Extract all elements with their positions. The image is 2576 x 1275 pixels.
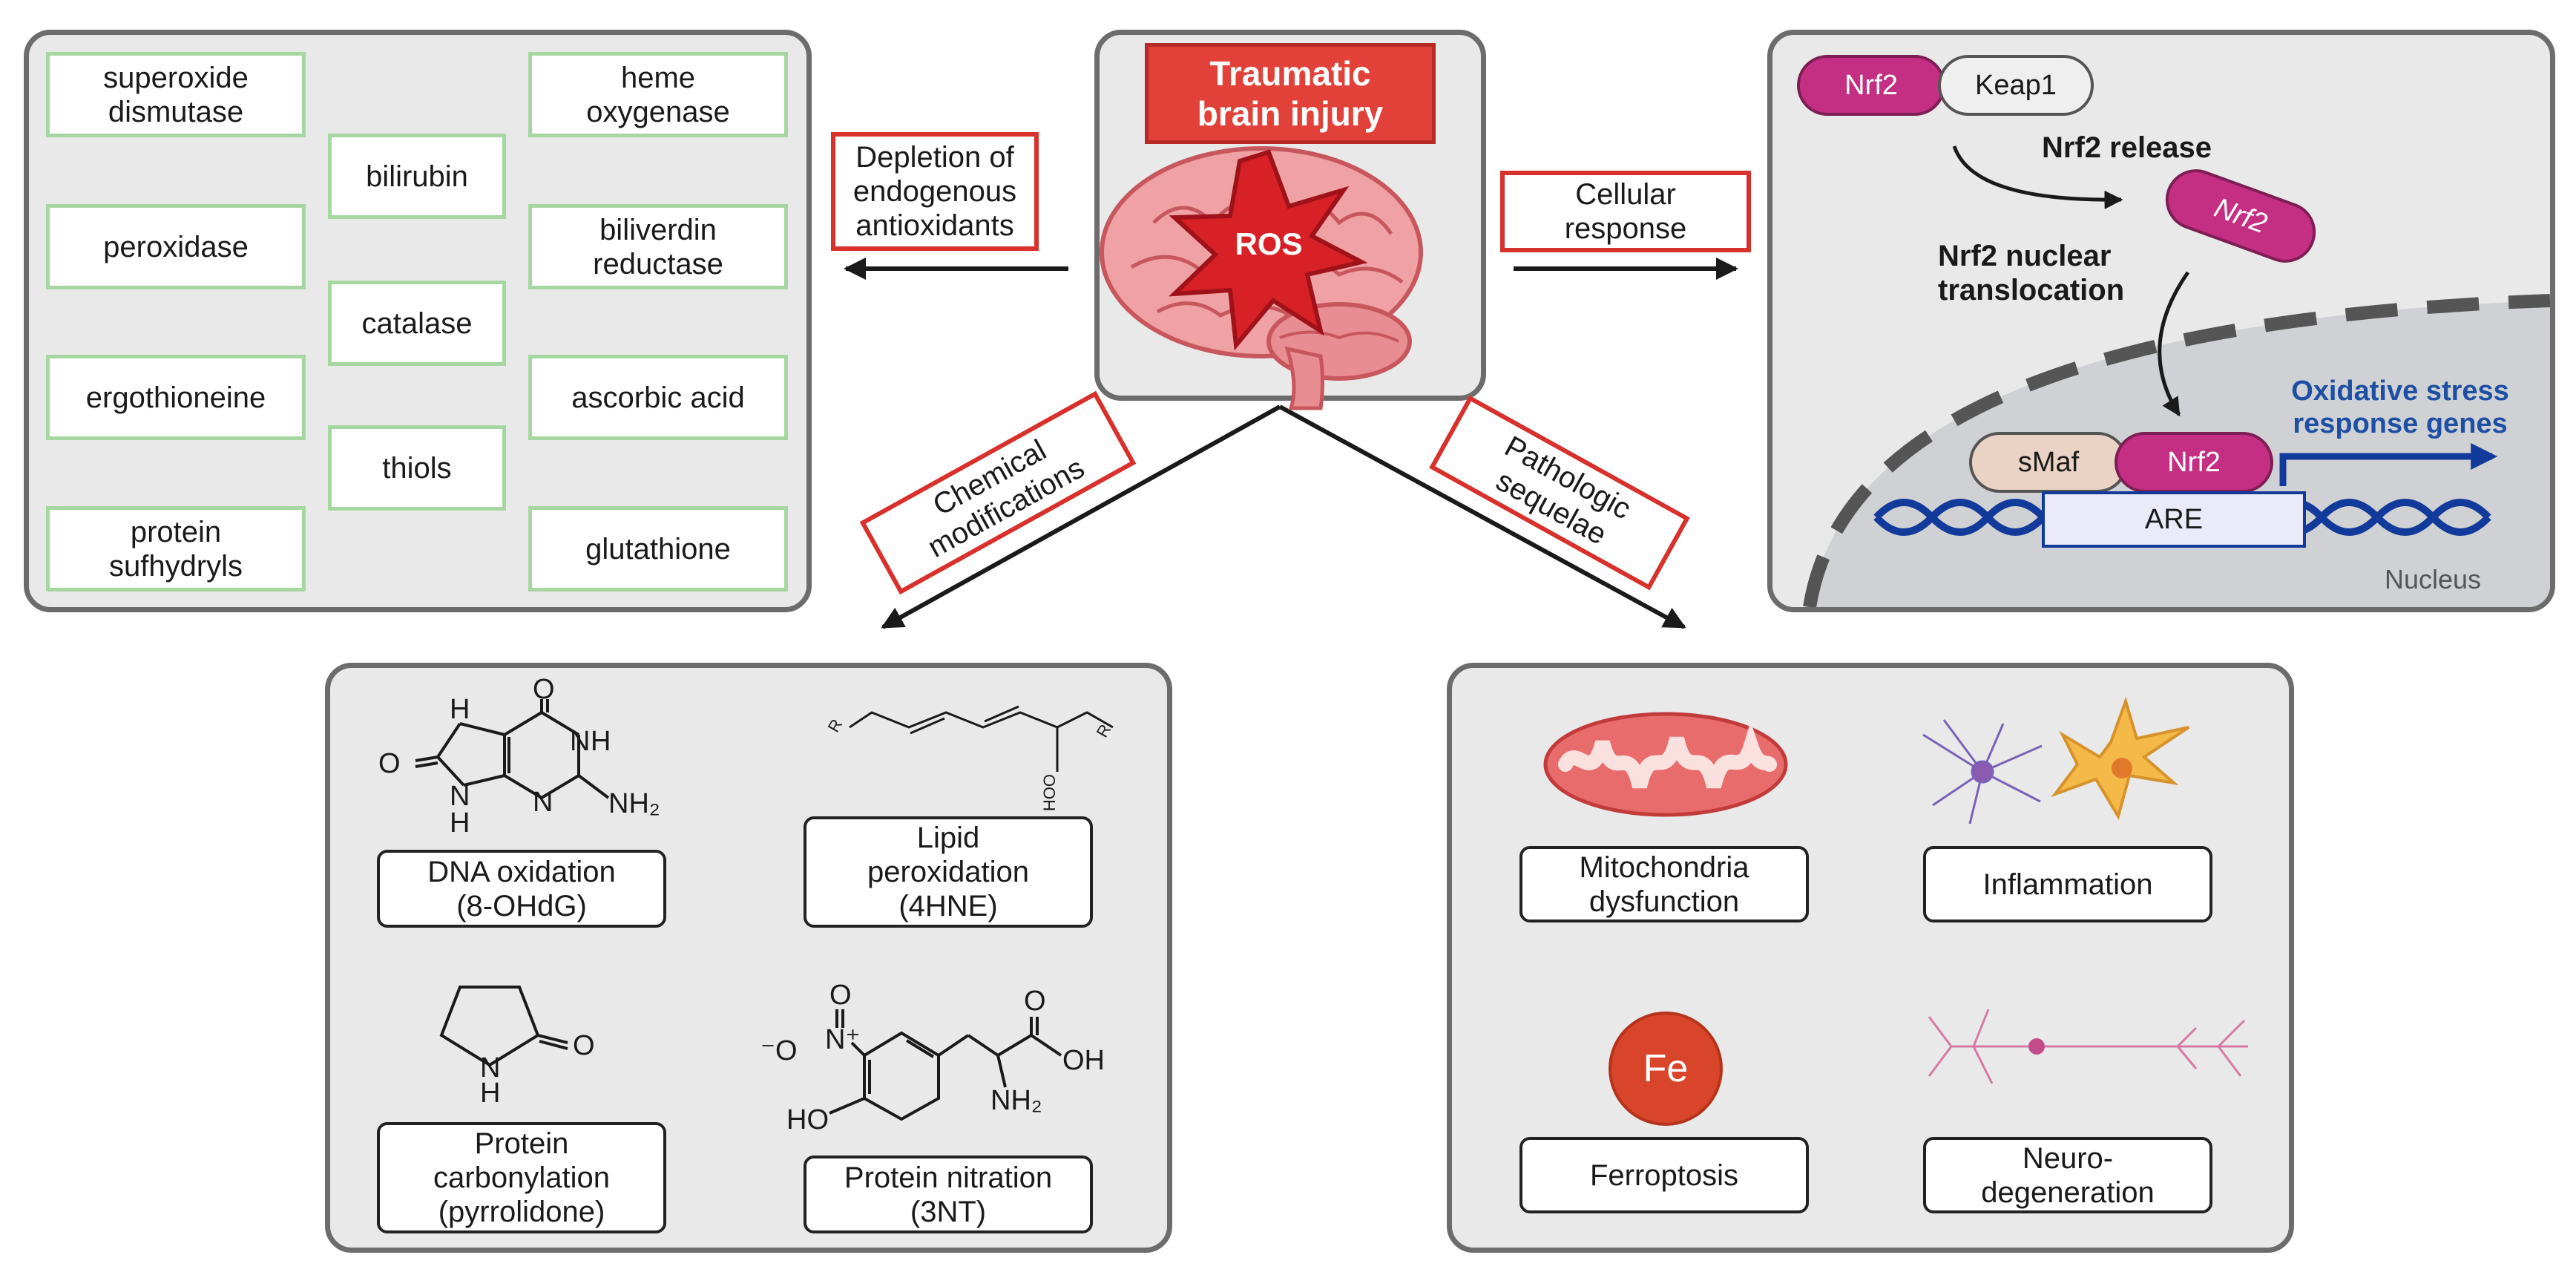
translocation-arrow [2158, 271, 2190, 417]
antioxidant-ascorbic-acid: ascorbic acid [528, 355, 788, 440]
chem-n-plus: N⁺ [825, 1024, 861, 1055]
arrow-to-pathologic [1278, 404, 1686, 629]
chem-atom-n-left: N [450, 781, 470, 812]
antioxidant-bilirubin: bilirubin [328, 134, 506, 219]
arrow-to-chemical [881, 404, 1281, 629]
chem-atom-n-pyrrolidone: N [480, 1052, 501, 1084]
pyrrolidone-structure [439, 986, 568, 1067]
chem-atom-nh2-8ohdg: NH₂ [608, 788, 660, 819]
ros-burst-icon [1169, 149, 1368, 351]
nrf2-translocation-label: Nrf2 nuclear translocation [1938, 240, 2125, 307]
chem-atom-h-right: H [591, 726, 611, 757]
chem-atom-o-pyrrolidone: O [573, 1030, 595, 1061]
chem-atom-o-nitro: O [829, 980, 852, 1011]
microglia-icon [1922, 719, 2043, 825]
antioxidant-thiols: thiols [328, 425, 506, 511]
antioxidant-catalase: catalase [328, 281, 506, 366]
astrocyte-icon [2051, 696, 2190, 821]
antioxidant-protein-sufhydryls: protein sufhydryls [46, 506, 306, 591]
dna-oxidation-box: DNA oxidation (8-OHdG) [377, 850, 666, 928]
ferroptosis-box: Ferroptosis [1519, 1137, 1809, 1213]
ros-label: ROS [1235, 226, 1303, 261]
protein-nitration-box: Protein nitration (3NT) [804, 1156, 1093, 1233]
tbi-title-box: Traumatic brain injury [1145, 43, 1436, 144]
nucleus-label: Nucleus [2385, 564, 2482, 594]
antioxidant-heme-oxygenase: heme oxygenase [528, 52, 788, 137]
chem-atom-h-bottom: H [450, 807, 470, 839]
chem-atom-nh2-3nt: NH₂ [990, 1085, 1042, 1116]
chem-ho: HO [786, 1104, 829, 1135]
lipid-peroxidation-box: Lipid peroxidation (4HNE) [804, 816, 1093, 928]
mitochondria-icon [1543, 712, 1788, 817]
chem-atom-h-pyrrolidone: H [480, 1078, 501, 1109]
nrf2-protein-free: Nrf2 [1797, 55, 1945, 116]
release-arrow [1952, 145, 2123, 209]
chem-atom-o-top: O [533, 674, 555, 705]
chem-atom-h-top: H [450, 694, 470, 725]
oxidative-stress-genes-label: Oxidative stress response genes [2291, 376, 2509, 439]
keap1-protein: Keap1 [1938, 55, 2094, 116]
antioxidant-ergothioneine: ergothioneine [46, 355, 306, 440]
depletion-label: Depletion of endogenous antioxidants [831, 132, 1039, 251]
fe-label: Fe [1643, 1047, 1689, 1090]
inflammation-box: Inflammation [1923, 846, 2212, 922]
antioxidant-peroxidase: peroxidase [46, 204, 306, 289]
4hne-structure [849, 705, 1114, 772]
antioxidant-superoxide-dismutase: superoxide dismutase [46, 52, 306, 137]
antioxidant-glutathione: glutathione [528, 506, 788, 591]
nrf2-release-label: Nrf2 release [2042, 131, 2212, 164]
antioxidant-biliverdin-reductase: biliverdin reductase [528, 204, 788, 289]
gene-expression-arrow [2279, 443, 2498, 486]
are-element: ARE [2042, 491, 2306, 548]
chem-atom-o-carboxyl: O [1024, 986, 1046, 1017]
iron-icon [1609, 1012, 1723, 1126]
nuclear-envelope [1803, 294, 2550, 607]
cellular-response-label: Cellular response [1500, 171, 1751, 252]
neurodegeneration-box: Neuro- degeneration [1923, 1137, 2212, 1213]
chem-oh: OH [1062, 1045, 1105, 1076]
chem-atom-n-right: N [570, 726, 591, 757]
chem-atom-n-bottom: N [533, 787, 553, 818]
mitochondria-dysfunction-box: Mitochondria dysfunction [1519, 846, 1809, 922]
3-nitrotyrosine-structure [829, 1009, 1062, 1121]
8-ohdg-structure [415, 699, 610, 799]
neuron-icon [1928, 1009, 2248, 1084]
chem-o-minus: ⁻O [760, 1035, 798, 1066]
protein-carbonylation-box: Protein carbonylation (pyrrolidone) [377, 1122, 666, 1233]
chem-atom-o-left: O [378, 748, 401, 779]
smaf-protein: sMaf [1969, 432, 2128, 493]
